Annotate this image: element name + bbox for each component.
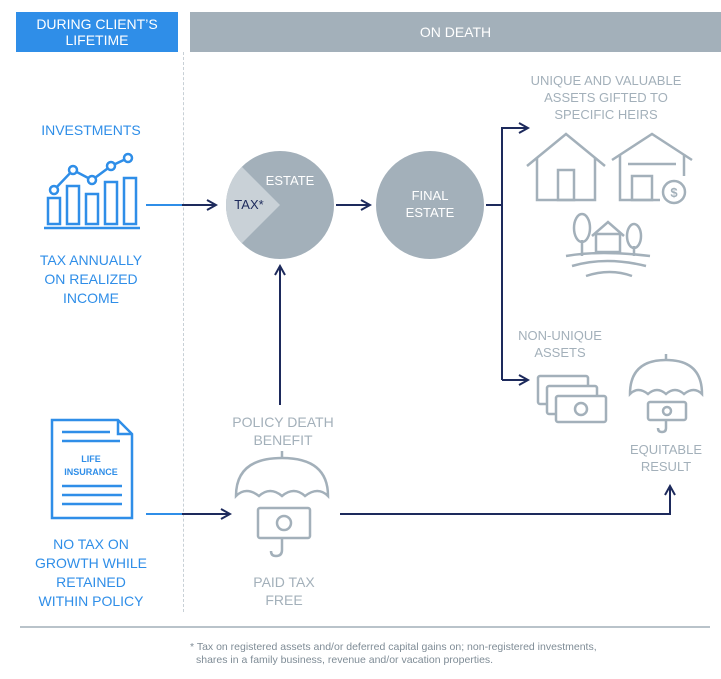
- policy-benefit-line-1: POLICY DEATH: [232, 414, 334, 430]
- estate-label: ESTATE: [265, 173, 315, 188]
- investments-note-line-3: INCOME: [63, 290, 119, 306]
- tax-label: TAX*: [234, 197, 264, 212]
- non-unique-assets-line-2: ASSETS: [534, 345, 586, 360]
- house-icon: [526, 132, 606, 202]
- unique-assets-label: UNIQUE AND VALUABLE ASSETS GIFTED TO SPE…: [506, 72, 706, 123]
- insurance-note-line-3: RETAINED: [56, 574, 126, 590]
- final-estate-label: FINAL ESTATE: [390, 187, 470, 221]
- insurance-note-line-1: NO TAX ON: [53, 536, 129, 552]
- equitable-umbrella-icon: [628, 354, 704, 434]
- non-unique-assets-label: NON-UNIQUE ASSETS: [504, 327, 616, 361]
- equitable-line-1: EQUITABLE: [629, 442, 702, 457]
- investments-note-line-1: TAX ANNUALLY: [39, 252, 143, 268]
- unique-assets-line-1: UNIQUE AND VALUABLE: [530, 73, 682, 88]
- equitable-result-label: EQUITABLE RESULT: [616, 441, 716, 475]
- arrow-policy-to-equitable: [340, 486, 670, 515]
- investments-note-line-2: ON REALIZED: [44, 271, 138, 287]
- footnote: * Tax on registered assets and/or deferr…: [190, 641, 710, 667]
- column-divider: [183, 52, 184, 612]
- header-on-death-label: ON DEATH: [419, 24, 492, 40]
- insurance-note: NO TAX ON GROWTH WHILE RETAINED WITHIN P…: [16, 535, 166, 611]
- insurance-note-line-2: GROWTH WHILE: [35, 555, 147, 571]
- arrow-final-to-assets: [486, 128, 528, 380]
- insurance-note-line-4: WITHIN POLICY: [38, 593, 144, 609]
- unique-assets-line-3: SPECIFIC HEIRS: [554, 107, 658, 122]
- money-bills-icon: [536, 374, 608, 424]
- paid-tax-free-line-2: FREE: [265, 592, 303, 608]
- doc-line-1: LIFE: [81, 454, 101, 464]
- life-insurance-document-icon: LIFE INSURANCE: [50, 418, 134, 520]
- paid-tax-free-note: PAID TAX FREE: [224, 573, 344, 609]
- paid-tax-free-line-1: PAID TAX: [253, 574, 315, 590]
- final-estate-line-1: FINAL: [411, 188, 449, 203]
- header-during-lifetime-label: DURING CLIENT’S LIFETIME: [36, 16, 158, 48]
- final-estate-line-2: ESTATE: [405, 205, 455, 220]
- policy-umbrella-icon: [234, 451, 330, 558]
- doc-line-2: INSURANCE: [64, 467, 118, 477]
- policy-benefit-title: POLICY DEATH BENEFIT: [210, 413, 356, 449]
- equitable-line-2: RESULT: [640, 459, 692, 474]
- footnote-line-1: * Tax on registered assets and/or deferr…: [190, 641, 597, 653]
- header-during-lifetime: DURING CLIENT’S LIFETIME: [16, 12, 178, 52]
- footer-divider: [20, 626, 710, 628]
- cottage-landscape-icon: [565, 212, 651, 278]
- svg-text:$: $: [670, 185, 678, 200]
- final-estate-circle: [376, 151, 484, 259]
- header-on-death: ON DEATH: [190, 12, 721, 52]
- house-with-dollar-gear-icon: $: [611, 132, 693, 205]
- non-unique-assets-line-1: NON-UNIQUE: [518, 328, 602, 343]
- investments-chart-icon: [44, 152, 140, 230]
- unique-assets-line-2: ASSETS GIFTED TO: [544, 90, 668, 105]
- policy-benefit-line-2: BENEFIT: [253, 432, 313, 448]
- estate-pie-chart: [225, 151, 334, 259]
- investments-note: TAX ANNUALLY ON REALIZED INCOME: [16, 251, 166, 308]
- investments-title: INVESTMENTS: [41, 122, 141, 138]
- footnote-line-2: shares in a family business, revenue and…: [196, 654, 494, 666]
